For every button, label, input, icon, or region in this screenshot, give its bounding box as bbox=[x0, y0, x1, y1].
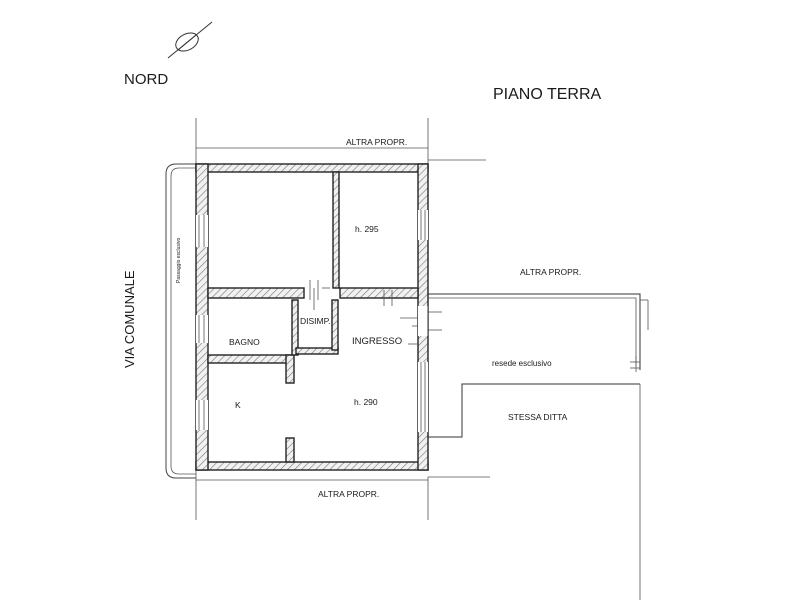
door-marks bbox=[309, 280, 418, 345]
room-height-upper-label: h. 295 bbox=[355, 224, 379, 234]
kitchen-label: K bbox=[235, 400, 241, 410]
exclusive-yard-outline bbox=[428, 293, 649, 600]
property-lines bbox=[195, 118, 490, 520]
north-neighbor-label: ALTRA PROPR. bbox=[346, 137, 407, 147]
side-passage-frame bbox=[165, 163, 196, 479]
exclusive-yard-label: resede esclusivo bbox=[492, 359, 552, 368]
east-neighbor-label: ALTRA PROPR. bbox=[520, 267, 581, 277]
bathroom-label: BAGNO bbox=[229, 337, 260, 347]
north-compass-icon bbox=[167, 21, 213, 59]
street-label: VIA COMUNALE bbox=[122, 270, 137, 368]
south-neighbor-label: ALTRA PROPR. bbox=[318, 489, 379, 499]
wall-openings bbox=[196, 210, 442, 432]
compass-label: NORD bbox=[124, 71, 168, 88]
page-title: PIANO TERRA bbox=[493, 86, 602, 103]
room-height-lower-label: h. 290 bbox=[354, 397, 378, 407]
landing-label: DISIMP. bbox=[300, 316, 331, 326]
side-passage-label: Passaggio esclusivo bbox=[176, 237, 182, 283]
interior-walls bbox=[207, 171, 419, 463]
entrance-label: INGRESSO bbox=[352, 336, 402, 347]
same-owner-label: STESSA DITTA bbox=[508, 412, 568, 422]
